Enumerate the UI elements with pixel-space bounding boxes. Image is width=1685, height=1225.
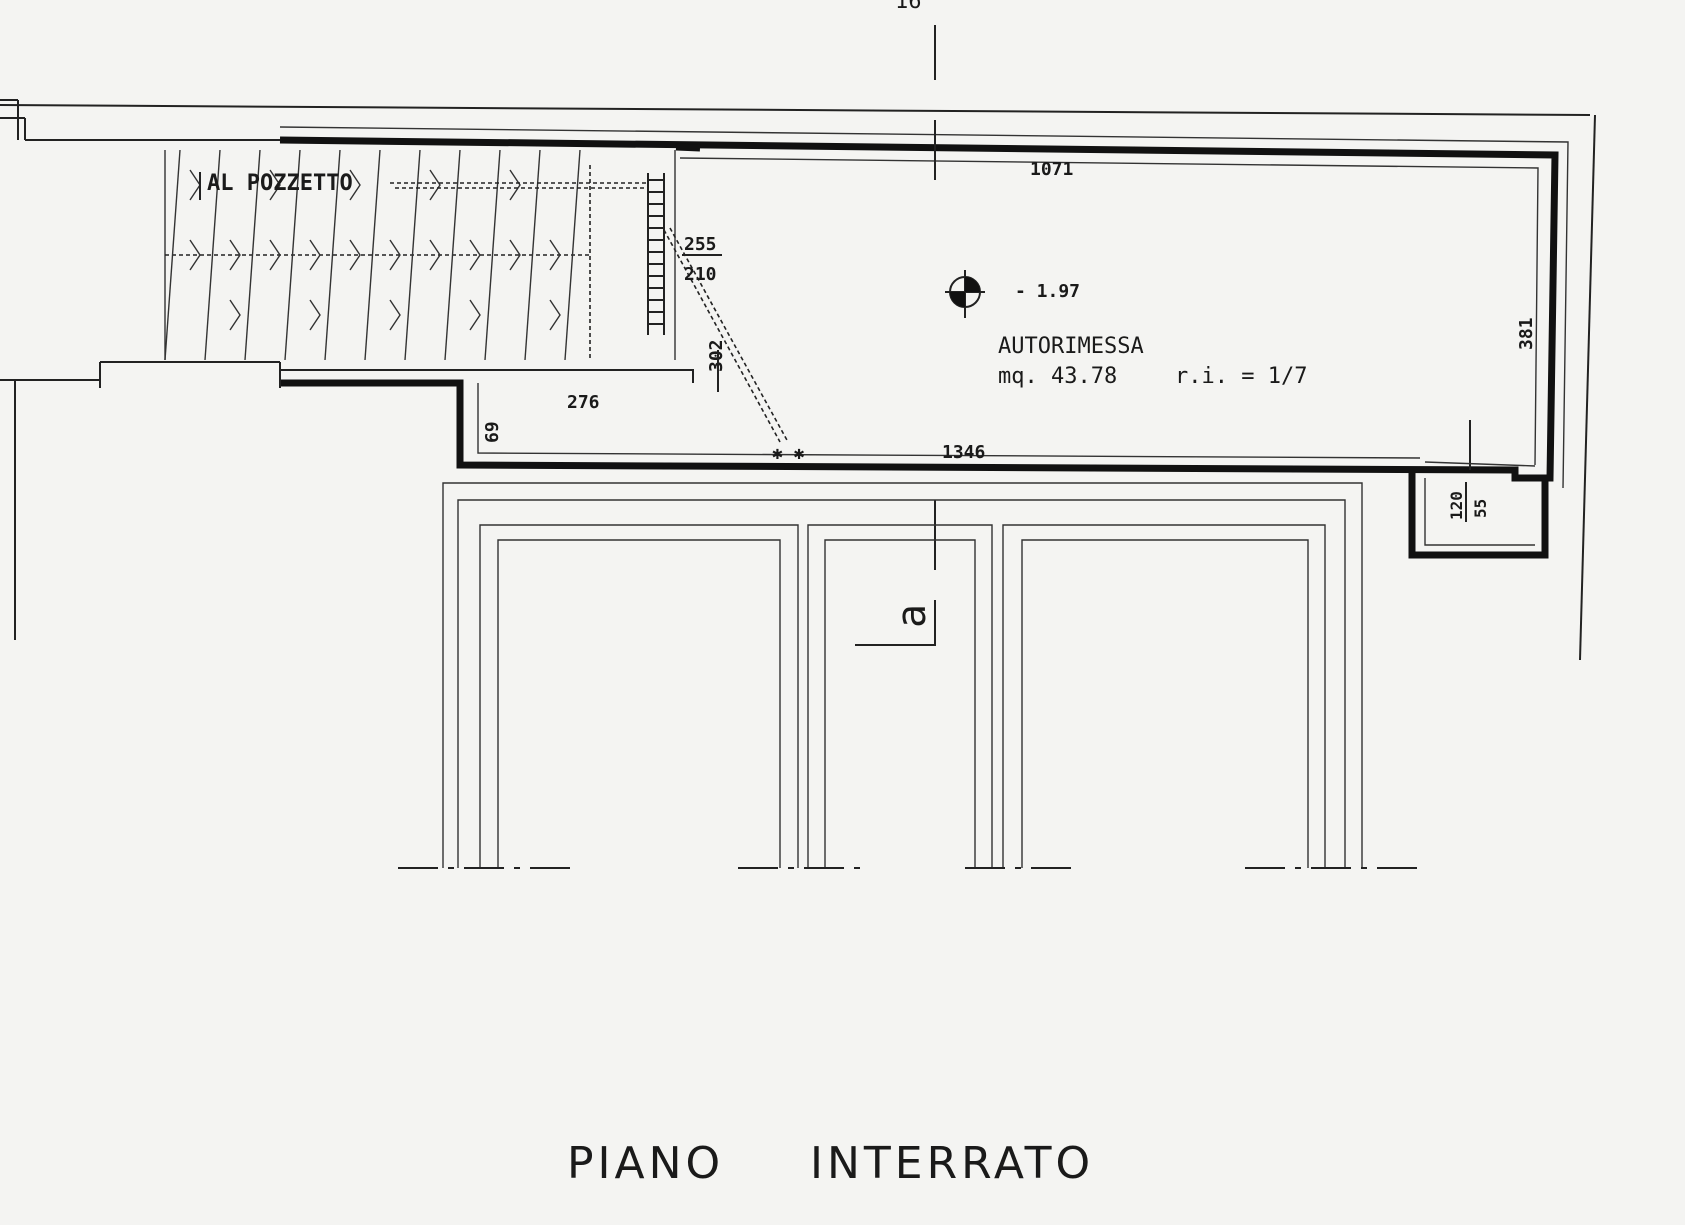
drawing-title-piano: PIANO [567, 1138, 724, 1189]
drawing-title-interrato: INTERRATO [810, 1138, 1094, 1189]
dim-bottom-wall: 1346 [942, 442, 985, 463]
dim-pit-bottom: 55 [1471, 499, 1490, 518]
ramp-label: AL POZZETTO [207, 171, 353, 196]
dim-stair-height: 302 [706, 339, 727, 372]
dim-right-wall: 381 [1516, 317, 1537, 350]
room-area: mq. 43.78 [998, 364, 1117, 389]
garage-walls [99, 126, 1569, 489]
ramp-hatch [164, 149, 676, 361]
drain-pipe [390, 182, 789, 443]
top-mark: 16 [895, 0, 922, 14]
stair-ladder [647, 173, 665, 335]
drain-points: ✱ ✱ [772, 443, 805, 464]
room-name: AUTORIMESSA [998, 334, 1144, 359]
room-ratio: r.i. = 1/7 [1175, 364, 1307, 389]
section-mark: a [889, 604, 935, 628]
ground-floor-outline [442, 482, 1363, 868]
outer-boundary [0, 99, 1596, 661]
dim-opening-bottom: 210 [684, 264, 717, 285]
level-marker-icon [945, 270, 985, 318]
dim-pit-top: 120 [1447, 491, 1466, 520]
dim-opening-top: 255 [684, 234, 717, 255]
dim-step-depth: 69 [482, 421, 503, 443]
drain-pit [1408, 420, 1549, 559]
section-marker [855, 600, 936, 646]
level-value: - 1.97 [1015, 281, 1080, 302]
dim-step-width: 276 [567, 392, 600, 413]
dim-top-wall: 1071 [1030, 159, 1073, 180]
